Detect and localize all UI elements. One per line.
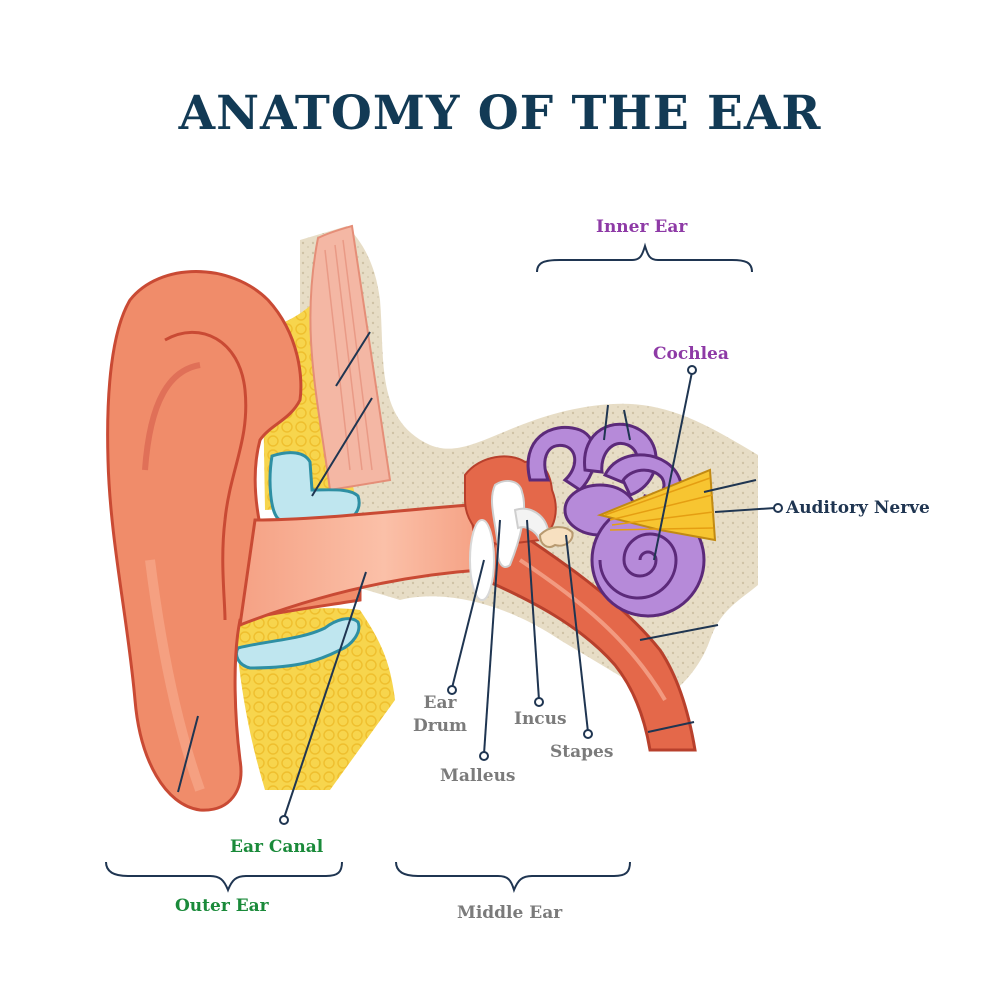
- label-ear-drum-line1: Ear: [423, 693, 457, 713]
- cartilage-upper: [268, 451, 361, 524]
- auditory-nerve-shape: [596, 468, 717, 542]
- label-inner-ear: Inner Ear: [596, 217, 688, 237]
- label-auditory-nerve: Auditory Nerve: [786, 498, 930, 518]
- auditory-nerve-leader: [714, 507, 776, 513]
- label-outer-ear: Outer Ear: [175, 896, 269, 916]
- cartilage-lower: [235, 617, 361, 670]
- label-incus: Incus: [514, 709, 567, 729]
- label-middle-ear: Middle Ear: [457, 903, 563, 923]
- stapes-shape: [538, 526, 574, 548]
- diagram-title: ANATOMY OF THE EAR: [178, 86, 822, 141]
- label-cochlea: Cochlea: [653, 344, 729, 364]
- ear-canal-leader: [283, 571, 367, 819]
- label-ear-canal: Ear Canal: [230, 837, 324, 857]
- label-malleus: Malleus: [440, 766, 516, 786]
- outer-ear-bracket: [105, 861, 343, 893]
- label-stapes: Stapes: [550, 742, 614, 762]
- ear-drum-shape: [469, 519, 495, 601]
- stapes-leader: [565, 534, 589, 733]
- inner-ear-bracket: [536, 242, 753, 273]
- malleus-shape: [491, 479, 526, 568]
- ear-canal-tube: [238, 503, 482, 628]
- incus-leader: [526, 519, 540, 701]
- ear-drum-leader: [451, 559, 485, 689]
- malleus-leader: [483, 519, 501, 755]
- label-ear-drum: Ear Drum: [410, 692, 470, 738]
- label-ear-drum-line2: Drum: [412, 716, 468, 736]
- cochlea-leader: [653, 371, 693, 561]
- middle-ear-bracket: [395, 861, 631, 894]
